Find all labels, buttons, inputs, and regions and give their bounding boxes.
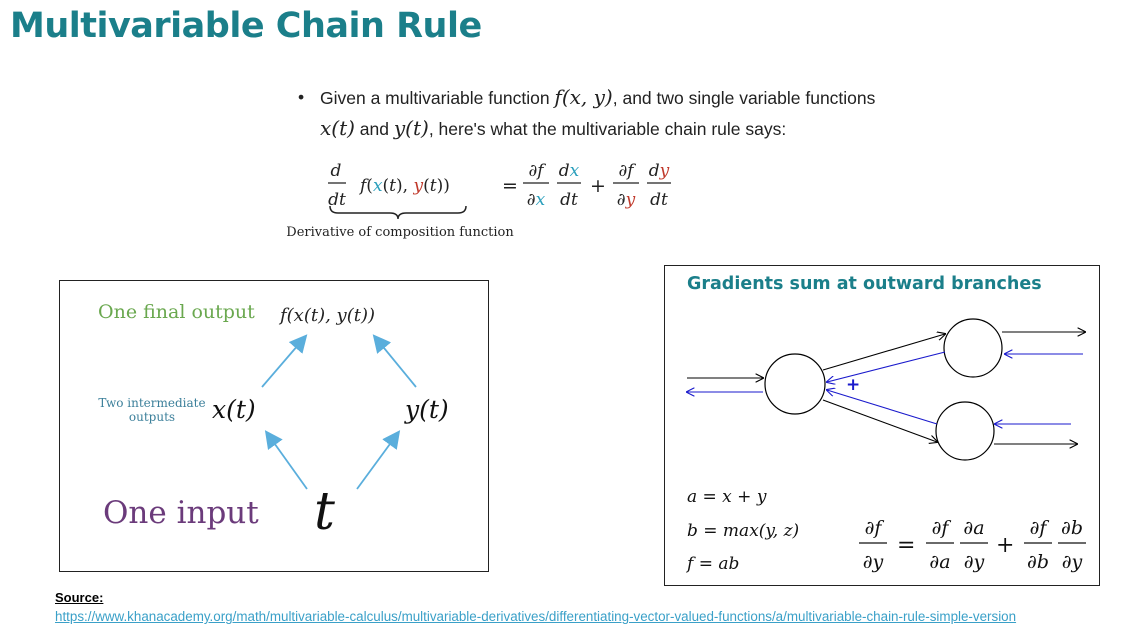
svg-text:∂b: ∂b: [1027, 551, 1049, 573]
svg-text:∂y: ∂y: [863, 551, 884, 573]
x-node: x(t): [212, 395, 256, 424]
svg-text:∂a: ∂a: [963, 517, 984, 539]
bullet-line-1: Given a multivariable function f(x, y), …: [320, 82, 960, 113]
gradient-sum-equation: ∂f ∂y = ∂f ∂a ∂a ∂y + ∂f ∂b ∂b ∂y: [859, 517, 1086, 573]
bullet-math-xt: x(t): [320, 116, 355, 140]
intermediate-label-line1: Two intermediate: [98, 396, 205, 410]
slide-title: Multivariable Chain Rule: [10, 6, 482, 46]
arrow-t-to-x: [264, 430, 308, 490]
svg-text:=: =: [897, 533, 915, 558]
bullet-point: • Given a multivariable function f(x, y)…: [298, 82, 960, 144]
svg-text:∂f: ∂f: [932, 517, 952, 539]
composition-diagram-svg: One final output f(x(t), y(t)) Two inter…: [98, 301, 449, 542]
bullet-dot: •: [298, 87, 305, 107]
svg-text:+: +: [996, 533, 1014, 558]
formula-d-numerator: d: [331, 161, 342, 181]
svg-text:∂y: ∂y: [964, 551, 985, 573]
forward-to-lower: [822, 399, 937, 442]
bullet-math-yt: y(t): [393, 116, 429, 140]
svg-text:∂a: ∂a: [929, 551, 950, 573]
source-link[interactable]: https://www.khanacademy.org/math/multiva…: [55, 609, 1017, 624]
formula-plus: +: [590, 175, 606, 197]
gradient-diagram-svg: + a = x + y b = max(y, z) f = ab ∂f ∂y =…: [685, 318, 1101, 574]
bullet-math-fxy: f(x, y): [554, 85, 613, 109]
lower-node: [935, 401, 995, 461]
formula-dt-denominator: dt: [328, 190, 346, 210]
y-node: y(t): [404, 395, 449, 424]
equation-f: f = ab: [685, 554, 739, 574]
formula-fxtyt: f(x(t), y(t)): [358, 176, 450, 196]
svg-text:∂f: ∂f: [865, 517, 885, 539]
center-node: [764, 353, 826, 415]
formula-equals: =: [502, 175, 518, 197]
formula-caption: Derivative of composition function: [286, 225, 514, 240]
arrow-x-to-f: [261, 334, 308, 388]
svg-text:dx: dx: [559, 161, 580, 181]
composition-diagram: One final output f(x(t), y(t)) Two inter…: [59, 280, 489, 572]
bullet-text-2end: , here's what the multivariable chain ru…: [428, 119, 787, 139]
svg-text:∂y: ∂y: [1062, 551, 1083, 573]
gradient-plus-sign: +: [846, 375, 860, 395]
arrow-t-to-y: [356, 430, 401, 490]
upper-node: [943, 318, 1003, 378]
equation-a: a = x + y: [687, 487, 767, 507]
bullet-text-1a: Given a multivariable function: [320, 88, 555, 108]
svg-text:dy: dy: [649, 161, 670, 181]
final-output-expr: f(x(t), y(t)): [278, 305, 375, 326]
chain-rule-formula: d dt f(x(t), y(t)) = ∂f ∂x dx dt + ∂f ∂y…: [286, 161, 671, 240]
svg-text:∂f: ∂f: [618, 161, 636, 181]
bullet-line-2: x(t) and y(t), here's what the multivari…: [320, 113, 960, 144]
final-output-label: One final output: [98, 301, 255, 323]
svg-text:dt: dt: [650, 190, 668, 210]
bullet-text-2mid: and: [354, 119, 394, 139]
svg-text:∂b: ∂b: [1061, 517, 1083, 539]
forward-to-upper: [822, 334, 945, 371]
svg-text:∂f: ∂f: [1030, 517, 1050, 539]
svg-text:dt: dt: [560, 190, 578, 210]
svg-text:∂f: ∂f: [528, 161, 546, 181]
backward-from-upper: [827, 351, 946, 382]
gradient-branch-diagram: Gradients sum at outward branches +: [664, 265, 1100, 586]
input-node: t: [314, 482, 335, 542]
bullet-text-1b: , and two single variable functions: [612, 88, 876, 108]
svg-text:∂y: ∂y: [617, 190, 636, 210]
source-label: Source:: [55, 590, 104, 605]
gradient-diagram-title: Gradients sum at outward branches: [687, 274, 1042, 294]
svg-text:∂x: ∂x: [527, 190, 546, 210]
intermediate-label-line2: outputs: [129, 410, 175, 424]
equation-b: b = max(y, z): [687, 521, 799, 541]
backward-from-lower: [827, 390, 938, 425]
input-label: One input: [103, 495, 259, 531]
arrow-y-to-f: [372, 334, 417, 388]
